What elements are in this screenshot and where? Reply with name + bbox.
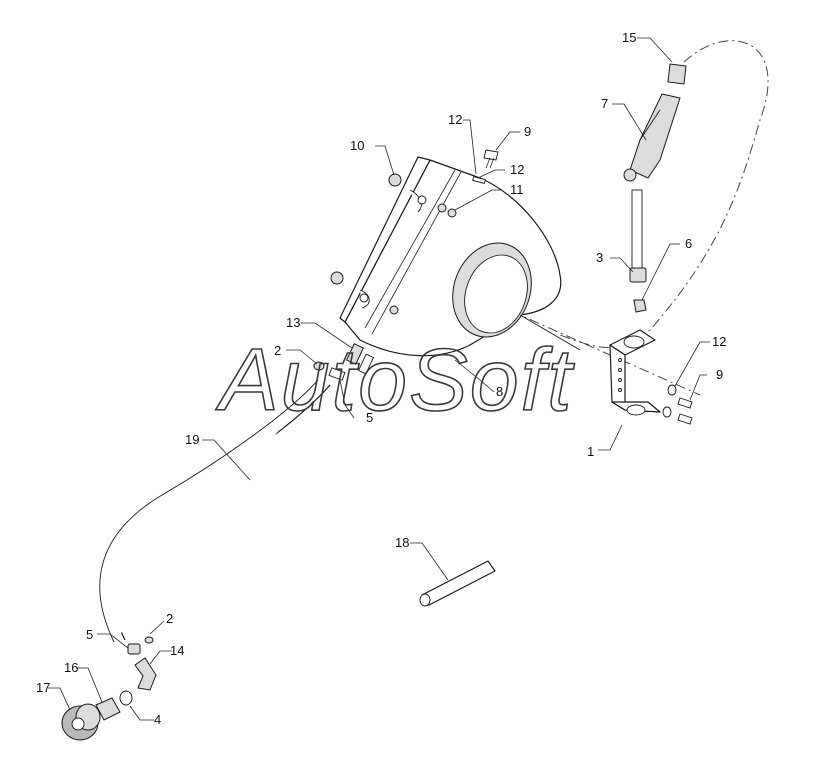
- callout-9-top: 9: [524, 124, 531, 139]
- callout-2-lower: 2: [166, 611, 173, 626]
- spray-gun-part-7: [623, 93, 681, 182]
- callout-12-right: 12: [712, 334, 726, 349]
- watermark-text: AutoSoft: [215, 330, 575, 429]
- callout-6: 6: [685, 236, 692, 251]
- hose-part-19-inner: [99, 379, 319, 643]
- lance-tube: [631, 189, 643, 271]
- callout-5-lower: 5: [86, 627, 93, 642]
- callout-15: 15: [622, 30, 636, 45]
- leader-lines: [48, 37, 710, 721]
- callout-5-upper: 5: [366, 410, 373, 425]
- callout-1: 1: [587, 444, 594, 459]
- callout-9-right: 9: [716, 367, 723, 382]
- hose-path-dashdot: [559, 40, 769, 348]
- callout-18: 18: [395, 535, 409, 550]
- callout-7: 7: [601, 96, 608, 111]
- nozzle-part-5-lower: [127, 643, 141, 655]
- reel-housing: [339, 156, 581, 357]
- cap-part-15: [667, 63, 687, 85]
- callout-10: 10: [350, 138, 364, 153]
- bolt-part-9-right-a: [677, 397, 693, 409]
- callout-16: 16: [64, 660, 78, 675]
- ring-part-2-lower: [144, 636, 154, 644]
- bracket-part-1: [609, 329, 661, 416]
- knob-part-10: [330, 173, 402, 285]
- washer-right-2: [662, 406, 672, 418]
- oring-part-4: [119, 690, 133, 706]
- rod-part-18: [419, 560, 496, 607]
- callout-12-top: 12: [448, 112, 462, 127]
- elbow-part-14: [134, 657, 157, 691]
- inlet-part-17: [61, 703, 101, 741]
- callout-14: 14: [170, 643, 184, 658]
- bolt-part-9-top: [483, 149, 499, 169]
- callout-12-mid: 12: [510, 162, 524, 177]
- washer-part-12-top: [472, 175, 486, 185]
- callout-4: 4: [154, 712, 161, 727]
- callout-8: 8: [496, 384, 503, 399]
- nozzle-part-5-upper: [328, 367, 346, 381]
- callout-labels: 1 2 2 3 4 5 5 6 7 8 9 9 10 11 12 12 12 1…: [36, 30, 726, 727]
- callout-17: 17: [36, 680, 50, 695]
- callout-11: 11: [510, 182, 524, 197]
- callout-3: 3: [596, 250, 603, 265]
- collar-part-3: [629, 267, 647, 283]
- adapter-part-16: [95, 697, 121, 721]
- bolt-part-9-right-b: [677, 413, 693, 425]
- callout-13: 13: [286, 315, 300, 330]
- washer-part-12-right: [667, 384, 677, 396]
- callout-2-upper: 2: [274, 343, 281, 358]
- callout-19: 19: [185, 432, 199, 447]
- nozzle-part-6: [633, 299, 647, 313]
- fitting-part-13: [346, 343, 375, 375]
